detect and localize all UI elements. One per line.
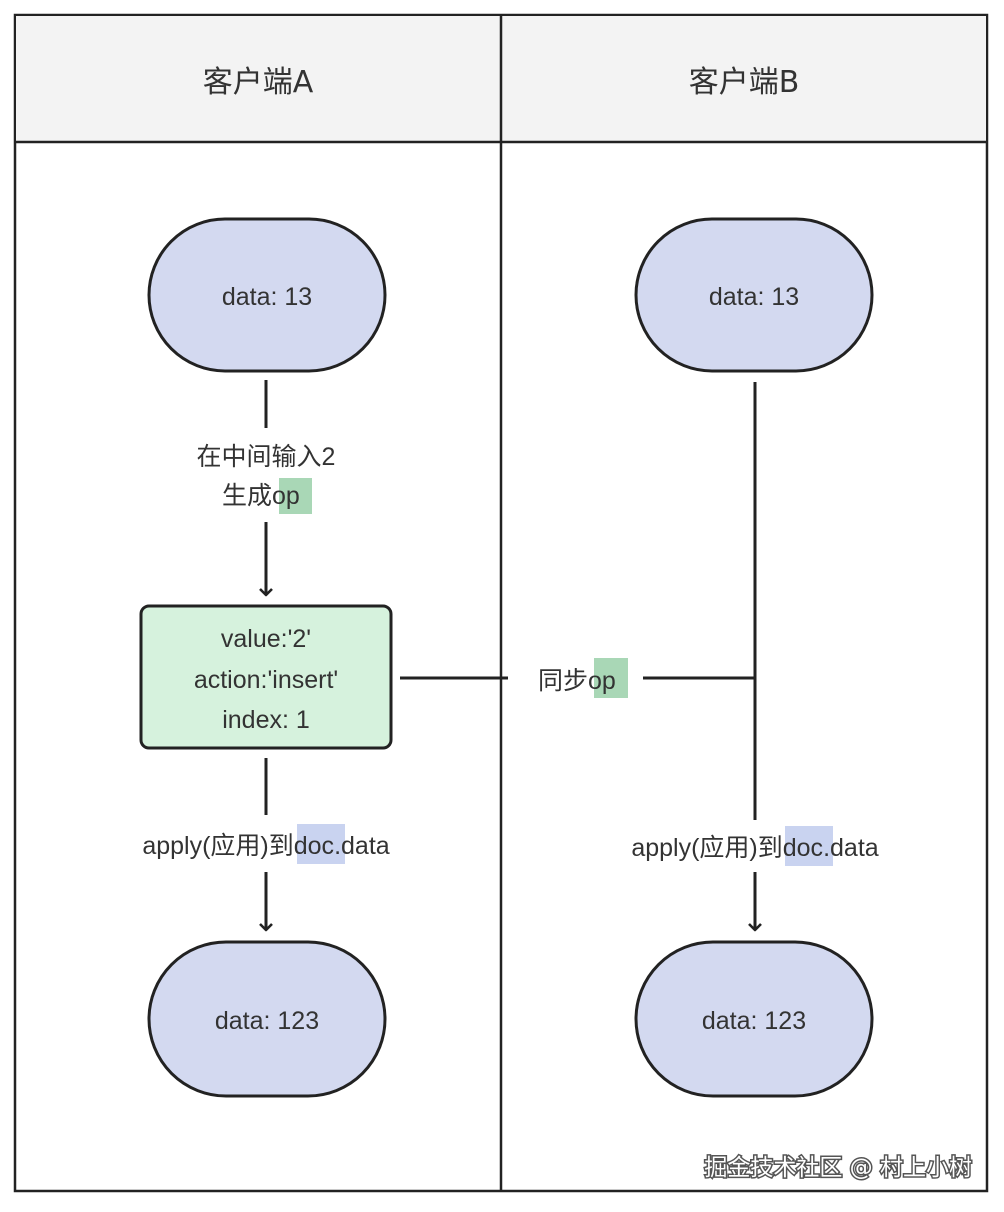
lane-title-client-a: 客户端A [203,65,314,100]
edge-b-apply-label: apply(应用)到doc.data [631,834,878,862]
edge-a-input-label-line1: 在中间输入2 [197,443,336,471]
client-b-end-node [634,940,874,1098]
doc-highlight-a [297,824,345,864]
edge-a-input-label-line2: 生成op [222,482,300,510]
op-highlight-a [279,478,312,514]
client-a-end-node [147,940,387,1098]
client-a-end-label: data: 123 [215,1007,319,1035]
op-keyword: op [272,482,300,510]
op-object-box [139,604,393,750]
op-index-label: index: 1 [222,706,310,734]
lane-title-client-b: 客户端B [689,65,800,100]
client-b-end-label: data: 123 [702,1007,806,1035]
doc-keyword-a: doc [294,832,334,860]
client-a-start-node [147,217,387,373]
client-b-start-node [634,217,874,373]
client-a-start-label: data: 13 [222,283,312,311]
edge-a-apply-label: apply(应用)到doc.data [142,832,389,860]
op-highlight-sync [594,658,628,698]
op-action-label: action:'insert' [194,666,338,694]
client-b-start-label: data: 13 [709,283,799,311]
op-value-label: value:'2' [221,625,311,653]
edge-sync-label: 同步op [538,667,616,695]
doc-keyword-b: doc [783,834,823,862]
doc-highlight-b [785,826,833,866]
op-keyword-sync: op [588,667,616,695]
watermark: 掘金技术社区 @ 村上小树 [704,1155,972,1181]
